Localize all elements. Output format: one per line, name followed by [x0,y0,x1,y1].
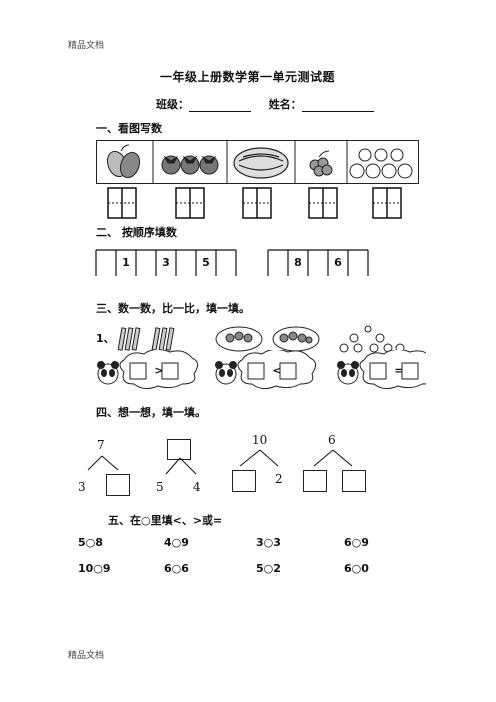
write-grid-4 [308,187,338,219]
section-1-heading: 一、看图写数 [96,122,162,135]
bond-4-top: 6 [328,433,336,447]
bond-1-top: 7 [97,438,105,452]
write-grid-5 [372,187,402,219]
sequence-row-1: 1 3 5 [96,256,236,269]
bond-2-right: 4 [193,480,201,494]
section-2-heading: 二、 按顺序填数 [96,226,177,239]
compare-item[interactable]: 6○6 [164,562,189,575]
header-note: 精品文档 [68,41,105,51]
compare-item[interactable]: 4○9 [164,536,189,549]
q3-item-label: 1、 [96,332,115,345]
bond-2-left: 5 [156,480,164,494]
compare-item[interactable]: 10○9 [78,562,111,575]
sequence-cell[interactable] [216,256,236,269]
bond-2-answer-box[interactable] [167,439,191,460]
compare-item[interactable]: 6○9 [344,536,369,549]
panda-icon-1 [97,361,119,385]
bond-3-right: 2 [275,472,283,486]
class-field[interactable] [189,100,251,112]
sequence-cell[interactable] [96,256,116,269]
answer-box [247,362,265,380]
picture-strip-drawing [106,141,413,183]
compare-item[interactable]: 5○8 [78,536,103,549]
pencils-icon [118,327,175,351]
bond-3-top: 10 [252,433,268,447]
number-bond-lines [87,449,353,475]
watermelon-icon [233,147,289,179]
info-line: 班级： 姓名： [156,96,374,112]
bond-4-left-box[interactable] [303,470,327,492]
sequence-cell[interactable] [308,256,328,269]
panda-icon-2 [215,361,237,385]
picture-strip [96,140,419,184]
sequence-cell: 5 [202,256,210,269]
berry-icon [309,150,333,177]
bond-1-left: 3 [78,480,86,494]
sequence-cell[interactable] [176,256,196,269]
footer-note: 精品文档 [68,651,105,661]
answer-box [369,362,387,380]
compare-sign-3: = [394,364,404,377]
class-label: 班级： [156,98,189,111]
answer-box [161,362,179,380]
compare-item[interactable]: 3○3 [256,536,281,549]
persimmon-icon [161,155,219,175]
name-label: 姓名： [268,98,302,111]
compare-item[interactable]: 6○0 [344,562,369,575]
answer-box [129,362,147,380]
sequence-cell: 6 [334,256,342,269]
answer-box [279,362,297,380]
sequence-row-2-lines [267,249,369,276]
section-4-heading: 四、想一想，填一填。 [96,406,206,419]
panda-icon-3 [337,361,359,385]
write-grid-3 [242,187,272,219]
sequence-cell[interactable] [136,256,156,269]
name-field[interactable] [301,100,374,112]
mango-icon [106,144,141,179]
bond-1-answer-box[interactable] [106,474,130,496]
compare-item[interactable]: 5○2 [256,562,281,575]
sequence-cell: 3 [162,256,170,269]
comparison-row [97,350,426,390]
sequence-cell: 1 [122,256,130,269]
write-grid-1 [107,187,137,219]
bond-3-answer-box[interactable] [232,470,256,492]
answer-box [401,362,419,380]
section-5-heading: 五、在○里填<、>或= [108,514,223,527]
sequence-cell[interactable] [268,256,288,269]
sequence-cell[interactable] [348,256,368,269]
oranges-icon [339,325,405,353]
compare-sign-1: > [154,364,164,377]
section-3-heading: 三、数一数，比一比，填一填。 [96,302,250,315]
sequence-row-1-lines [95,249,237,276]
apple-icon [349,148,413,179]
sequence-cell: 8 [294,256,302,269]
bond-4-right-box[interactable] [342,470,366,492]
compare-sign-2: < [272,364,282,377]
sequence-row-2: 8 6 [268,256,368,269]
page-title: 一年级上册数学第一单元测试题 [160,70,336,84]
write-grid-2 [175,187,205,219]
